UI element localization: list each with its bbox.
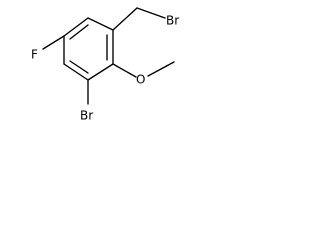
fluoro-label: F: [31, 48, 38, 62]
ring-double-bond-c5-c6: [69, 60, 89, 74]
bromomethyl-bond-ring: [112, 7, 138, 31]
methoxy-bond-o: [112, 63, 137, 78]
bromomethyl-br-label: Br: [166, 14, 179, 28]
ring-bond-c5-c6: [63, 63, 89, 81]
ring-double-bond-c1-c2: [69, 24, 89, 40]
ring-bond-c4-c5: [87, 63, 114, 81]
ring-bond-c1-c2: [63, 17, 89, 37]
ring-br-label: Br: [80, 109, 93, 123]
molecular-structure: Br F Br O: [31, 7, 179, 123]
fluoro-bond: [42, 35, 65, 50]
ring-bond-c2-c3: [87, 17, 114, 31]
methoxy-bond-ch3: [147, 61, 175, 77]
bromomethyl-bond-br: [136, 7, 166, 19]
methoxy-o-label: O: [136, 73, 145, 87]
